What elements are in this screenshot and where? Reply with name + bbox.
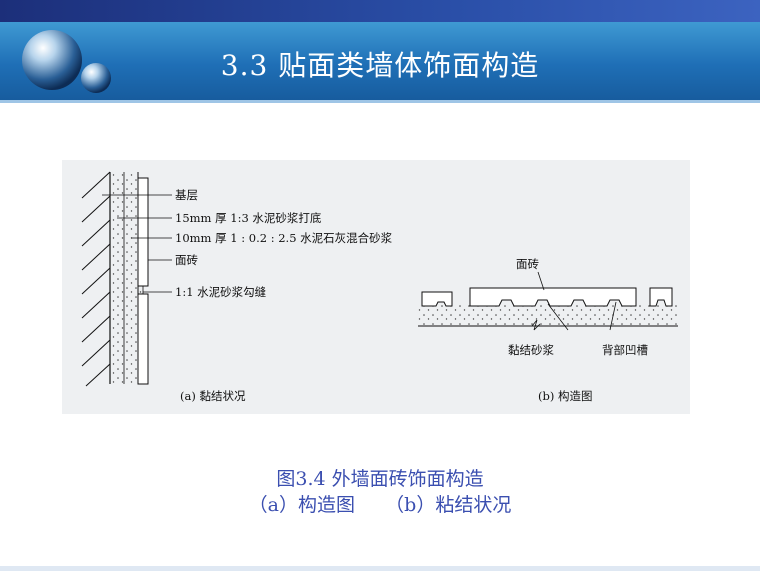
caption-a: (a) 黏结状况 — [180, 389, 246, 403]
label-back-groove: 背部凹槽 — [602, 343, 648, 357]
page-title: 3.3 贴面类墙体饰面构造 — [220, 49, 540, 82]
title-banner — [0, 22, 760, 100]
label-base-coat: 15mm 厚 1:3 水泥砂浆打底 — [175, 211, 322, 225]
label-adhesive-mortar: 黏结砂浆 — [508, 343, 554, 357]
label-base: 基层 — [175, 188, 198, 202]
label-tile: 面砖 — [175, 253, 198, 267]
figure-caption-line1: 图3.4 外墙面砖饰面构造 — [276, 468, 484, 490]
caption-b: (b) 构造图 — [538, 389, 593, 403]
figure-caption-line2: （a）构造图 （b）粘结状况 — [248, 494, 512, 516]
construction-figure: 基层 15mm 厚 1:3 水泥砂浆打底 10mm 厚 1 : 0.2 : 2.… — [62, 160, 690, 414]
footer-bar — [0, 566, 760, 571]
adhesion-diagram: 基层 15mm 厚 1:3 水泥砂浆打底 10mm 厚 1 : 0.2 : 2.… — [81, 171, 393, 403]
label-tile-b: 面砖 — [516, 257, 539, 271]
bubble-logo-icon — [22, 30, 111, 93]
label-joint: 1:1 水泥砂浆勾缝 — [175, 285, 267, 299]
label-mixed-mortar: 10mm 厚 1 : 0.2 : 2.5 水泥石灰混合砂浆 — [175, 231, 393, 245]
top-bar — [0, 0, 760, 22]
header-divider — [0, 100, 760, 103]
section-diagram: 面砖 黏结砂浆 背部凹槽 (b) 构造图 — [418, 257, 678, 403]
